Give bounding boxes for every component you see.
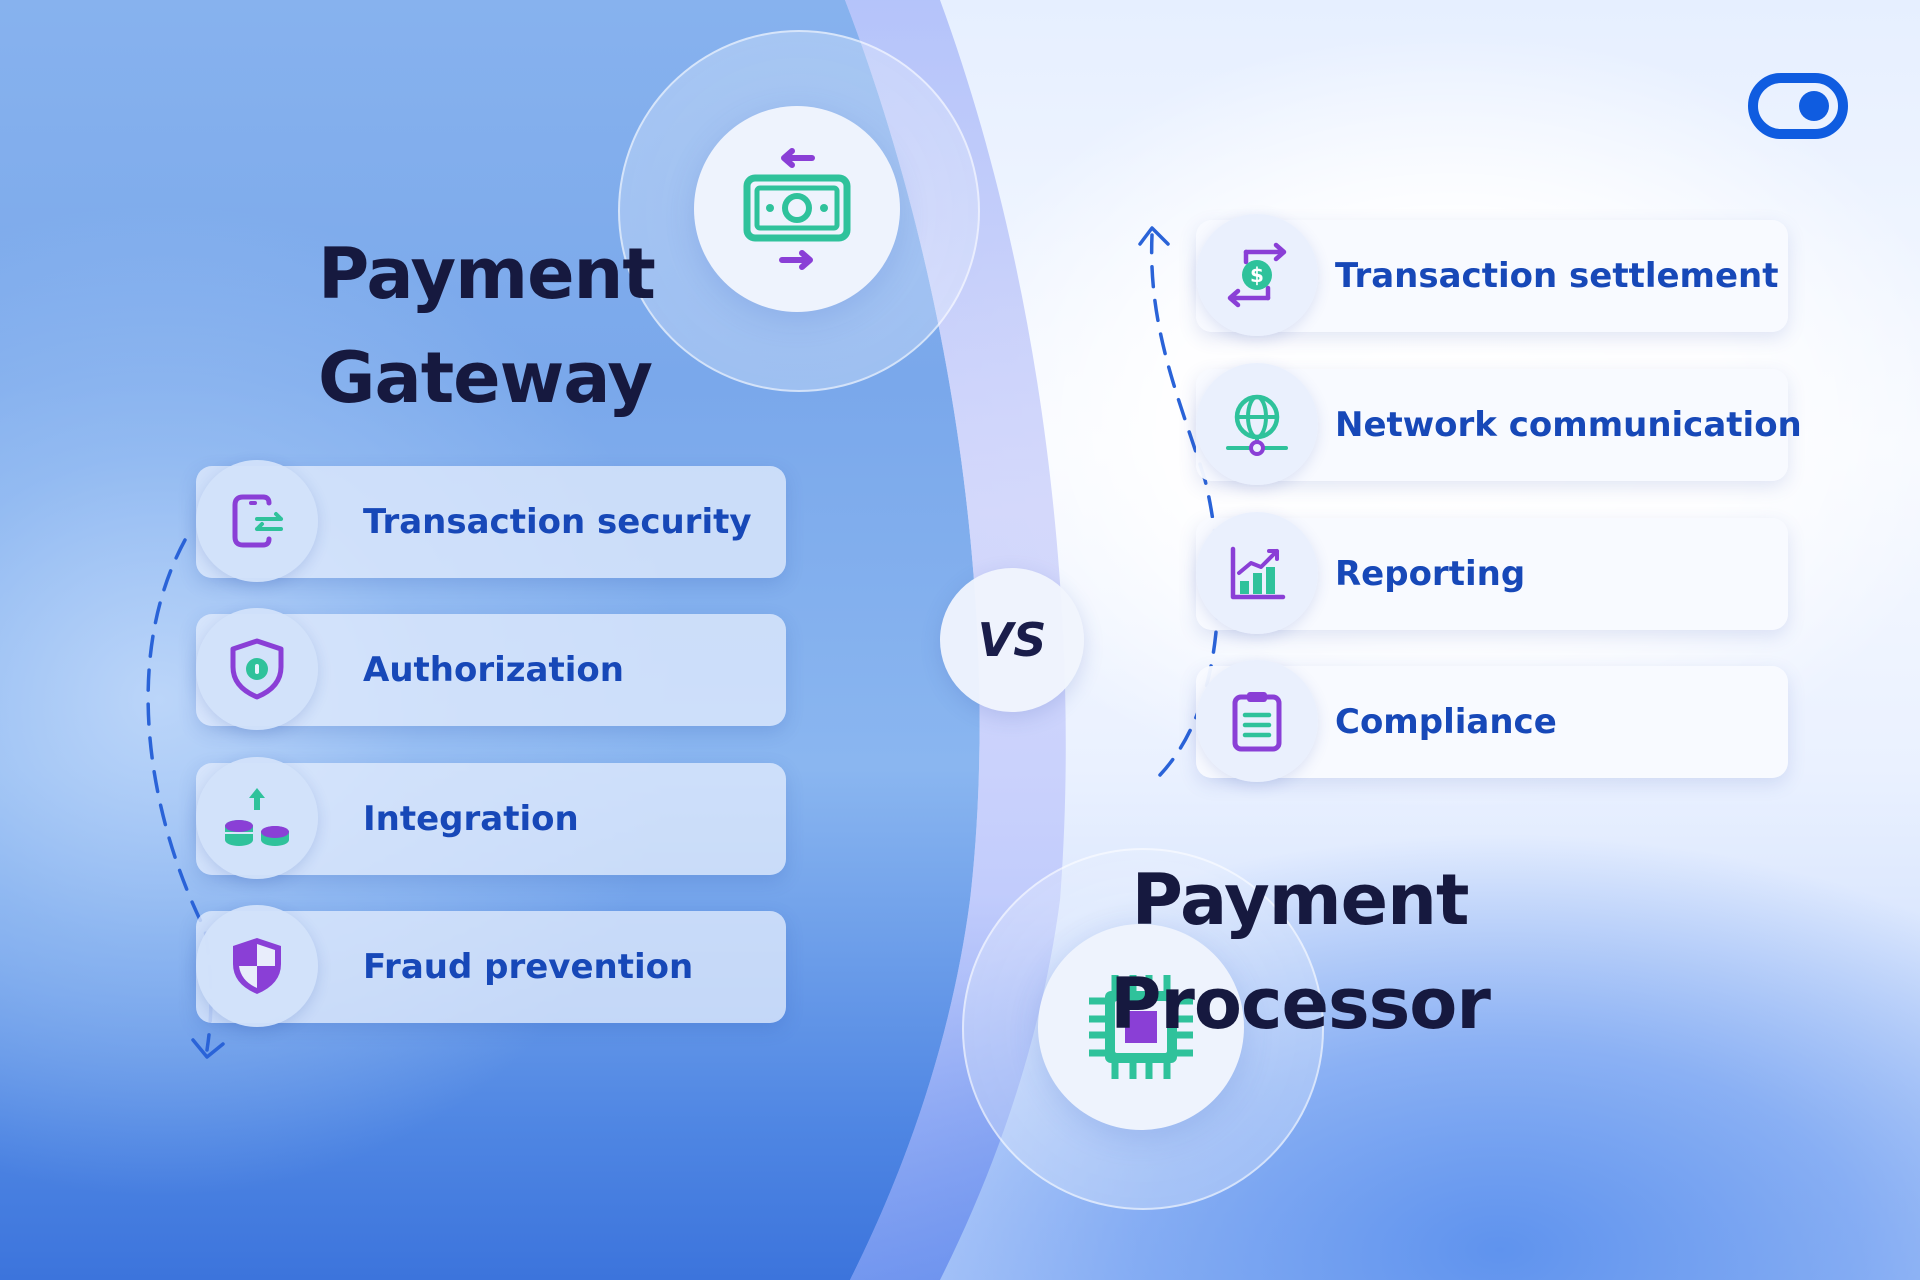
gateway-feature-label: Fraud prevention: [363, 947, 694, 987]
processor-title-line2: Processor: [1110, 963, 1491, 1045]
gateway-title: Payment Gateway: [318, 222, 656, 430]
gateway-feature-icon-badge: [196, 608, 318, 730]
processor-hero-badge: [1038, 924, 1244, 1130]
gateway-feature-icon-badge: [196, 460, 318, 582]
shield-half-icon: [233, 938, 281, 994]
gateway-title-line1: Payment: [318, 233, 656, 315]
cpu-chip-icon: [1089, 975, 1193, 1079]
gateway-feature-icon-badge: [196, 757, 318, 879]
clipboard-icon: [1232, 692, 1282, 752]
globe-network-icon: [1226, 394, 1288, 456]
gateway-hero-badge: [694, 106, 900, 312]
processor-feature-card: Reporting: [1196, 512, 1788, 634]
svg-text:$: $: [1250, 263, 1264, 287]
gateway-feature-card: Integration: [196, 757, 786, 879]
processor-feature-icon-badge: $: [1196, 214, 1318, 336]
processor-feature-label: Network communication: [1335, 405, 1802, 445]
gateway-feature-icon-badge: [196, 905, 318, 1027]
gateway-title-line2: Gateway: [318, 337, 653, 419]
gateway-feature-card: Transaction security: [196, 460, 786, 582]
shield-keyhole-icon: [230, 638, 284, 700]
processor-feature-card: Network communication: [1196, 363, 1802, 485]
gateway-feature-card: Fraud prevention: [196, 905, 786, 1027]
versus-badge: VS: [940, 568, 1084, 712]
gateway-feature-label: Integration: [363, 799, 579, 839]
processor-feature-card: $ Transaction settlement: [1196, 214, 1788, 336]
gateway-feature-label: Authorization: [363, 650, 624, 690]
processor-feature-icon-badge: [1196, 363, 1318, 485]
coins-upload-icon: [225, 788, 289, 846]
bar-chart-icon: [1230, 546, 1286, 600]
processor-feature-icon-badge: [1196, 660, 1318, 782]
processor-title-line1: Payment: [1131, 859, 1470, 941]
dollar-cycle-icon: $: [1227, 242, 1287, 308]
processor-feature-card: Compliance: [1196, 660, 1788, 782]
gateway-feature-label: Transaction security: [363, 502, 752, 542]
processor-feature-label: Transaction settlement: [1335, 256, 1779, 296]
toggle-logo-icon: [1748, 73, 1848, 139]
cash-exchange-icon: [743, 148, 851, 270]
gateway-feature-card: Authorization: [196, 608, 786, 730]
processor-feature-label: Reporting: [1335, 554, 1526, 594]
processor-feature-icon-badge: [1196, 512, 1318, 634]
processor-title: Payment Processor: [1070, 848, 1530, 1056]
phone-transfer-icon: [232, 494, 283, 548]
processor-feature-label: Compliance: [1335, 702, 1557, 742]
